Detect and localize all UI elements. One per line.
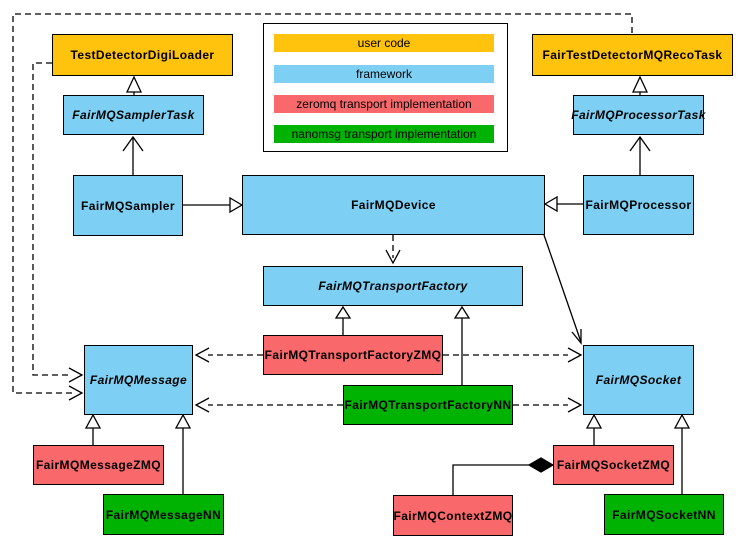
- legend-item-zeromq: zeromq transport implementation: [274, 95, 494, 113]
- edge-device-to-socket: [543, 234, 582, 345]
- edge-sampler-to-samplertask: [122, 135, 144, 175]
- node-fairmqdevice: FairMQDevice: [242, 175, 545, 235]
- node-label-fairmqtransportfactorynn: FairMQTransportFactoryNN: [344, 398, 512, 412]
- legend: user code framework zeromq transport imp…: [263, 23, 508, 152]
- node-fairmqcontextzmq: FairMQContextZMQ: [393, 495, 513, 536]
- legend-label-nanomsg: nanomsg transport implementation: [291, 127, 477, 141]
- node-label-fairmqprocessor: FairMQProcessor: [585, 198, 692, 212]
- node-label-fairmqprocessortask: FairMQProcessorTask: [571, 108, 706, 122]
- node-fairmqsocket: FairMQSocket: [583, 345, 694, 415]
- node-label-fairmqsamplertask: FairMQSamplerTask: [72, 108, 195, 122]
- edge-tfzmq-to-transportfactory: [334, 305, 352, 335]
- node-fairmqtransportfactoryzmq: FairMQTransportFactoryZMQ: [263, 335, 443, 375]
- edge-contextzmq-to-socketzmq: [452, 457, 555, 495]
- edge-tfnn-to-message: [194, 397, 343, 413]
- legend-item-user-code: user code: [274, 34, 494, 52]
- node-fairmqmessagenn: FairMQMessageNN: [103, 494, 224, 535]
- node-label-fairmqtransportfactory: FairMQTransportFactory: [318, 279, 468, 293]
- node-fairmqsocketnn: FairMQSocketNN: [604, 494, 724, 535]
- node-testdetectordigiloader: TestDetectorDigiLoader: [52, 34, 233, 76]
- legend-item-framework: framework: [274, 65, 494, 83]
- edge-tfnn-to-socket: [513, 397, 583, 413]
- edge-digiloader-to-message: [32, 62, 84, 383]
- edge-messagezmq-to-message: [84, 413, 102, 445]
- node-label-fairmqsocketzmq: FairMQSocketZMQ: [556, 458, 671, 472]
- legend-label-framework: framework: [355, 67, 412, 81]
- node-label-fairmqsocketnn: FairMQSocketNN: [612, 507, 716, 522]
- edge-tfnn-to-transportfactory: [453, 305, 471, 385]
- node-fairmqsampler: FairMQSampler: [73, 175, 183, 236]
- edge-socketnn-to-socket: [673, 413, 691, 494]
- node-fairmqsamplertask: FairMQSamplerTask: [63, 95, 204, 135]
- node-label-fairmqmessagezmq: FairMQMessageZMQ: [35, 458, 162, 472]
- node-fairmqmessagezmq: FairMQMessageZMQ: [33, 445, 164, 485]
- edge-processor-to-device: [543, 195, 583, 213]
- node-fairmqprocessortask: FairMQProcessorTask: [571, 95, 706, 135]
- edge-samplertask-to-digiloader: [125, 75, 143, 95]
- edge-sampler-to-device: [183, 196, 244, 214]
- node-label-fairmqmessagenn: FairMQMessageNN: [105, 507, 222, 522]
- edge-tfzmq-to-message: [194, 347, 263, 363]
- node-label-fairmqsocket: FairMQSocket: [595, 373, 682, 387]
- node-fairmqtransportfactory: FairMQTransportFactory: [263, 266, 523, 306]
- node-fairmqprocessor: FairMQProcessor: [583, 175, 694, 235]
- edge-messagenn-to-message: [174, 413, 192, 494]
- edge-processor-to-processortask: [629, 135, 651, 175]
- legend-item-nanomsg: nanomsg transport implementation: [274, 125, 494, 143]
- node-label-testdetectordigiloader: TestDetectorDigiLoader: [70, 48, 215, 62]
- node-label-fairmqmessage: FairMQMessage: [89, 373, 188, 387]
- node-fairtestdetectormqrecotask: FairTestDetectorMQRecoTask: [532, 34, 733, 76]
- edge-tfzmq-to-socket: [443, 347, 583, 363]
- node-label-fairtestdetectormqrecotask: FairTestDetectorMQRecoTask: [542, 48, 723, 62]
- node-fairmqmessage: FairMQMessage: [84, 345, 193, 415]
- edge-processortask-to-recotask: [631, 75, 649, 95]
- legend-label-user-code: user code: [357, 36, 411, 50]
- edge-socketzmq-to-socket: [585, 413, 603, 445]
- legend-label-zeromq: zeromq transport implementation: [296, 97, 472, 111]
- node-label-fairmqtransportfactoryzmq: FairMQTransportFactoryZMQ: [264, 348, 442, 362]
- node-label-fairmqdevice: FairMQDevice: [351, 198, 436, 212]
- edge-recotask-to-message: [12, 13, 633, 401]
- edge-device-to-transportfactory: [385, 235, 401, 265]
- node-fairmqsocketzmq: FairMQSocketZMQ: [553, 445, 674, 485]
- node-label-fairmqsampler: FairMQSampler: [81, 198, 175, 213]
- node-label-fairmqcontextzmq: FairMQContextZMQ: [393, 508, 513, 523]
- node-fairmqtransportfactorynn: FairMQTransportFactoryNN: [343, 385, 513, 425]
